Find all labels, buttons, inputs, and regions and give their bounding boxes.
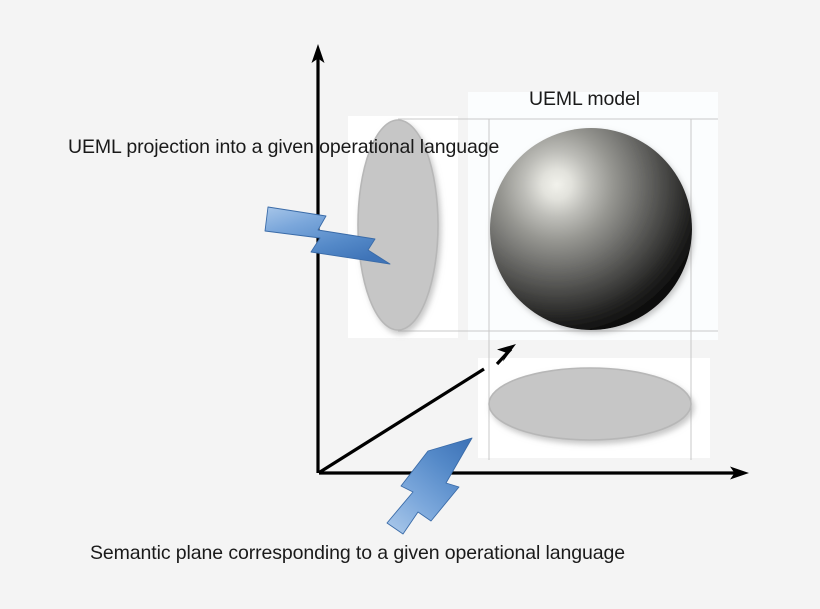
horizontal-axis-arrowhead: [730, 466, 749, 480]
projection-label: UEML projection into a given operational…: [68, 136, 500, 158]
ueml-model-sphere: [490, 128, 692, 330]
vertical-axis-arrowhead: [311, 44, 325, 63]
semantic-plane-ellipse: [488, 367, 692, 441]
projection-plane-ellipse: [357, 119, 439, 331]
projection-lightning-bolt: [264, 206, 391, 265]
depth-axis-line: [319, 367, 485, 474]
semantic-plane-label: Semantic plane corresponding to a given …: [90, 542, 625, 564]
semantic-lightning-bolt: [386, 437, 473, 535]
depth-axis-arrowhead: [497, 344, 516, 362]
ueml-model-title: UEML model: [529, 88, 640, 110]
